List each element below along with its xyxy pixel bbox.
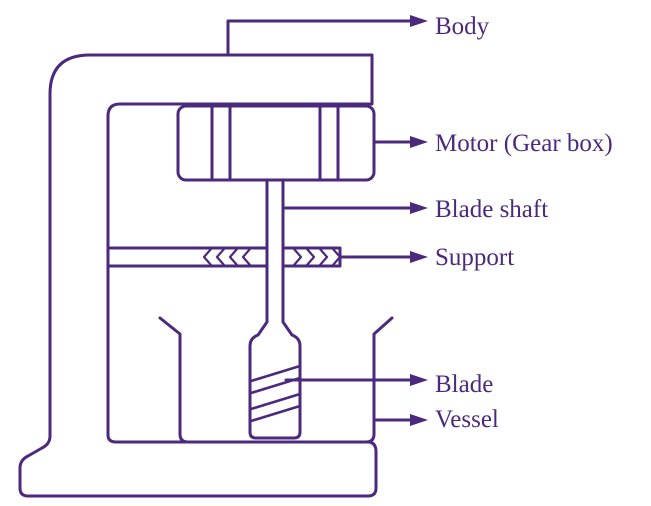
vessel-arrowhead <box>410 414 428 426</box>
body-label: Body <box>435 13 490 40</box>
support-label: Support <box>435 244 514 271</box>
body-arrowhead <box>410 15 428 27</box>
body-frame <box>18 53 378 498</box>
blade-label: Blade <box>435 371 493 398</box>
blade-shaft-arrowhead <box>410 202 428 214</box>
blade-shaft <box>248 178 302 440</box>
motor-box <box>176 104 376 182</box>
blade-arrowhead <box>410 374 428 386</box>
body-pointer <box>226 19 414 55</box>
motor-arrowhead <box>410 136 428 148</box>
vessel <box>158 316 394 444</box>
support-bearing-marks <box>202 247 342 267</box>
support-arrowhead <box>410 251 428 263</box>
blade-shaft-label: Blade shaft <box>435 196 548 223</box>
vessel-label: Vessel <box>435 406 499 433</box>
support-bar <box>106 246 342 268</box>
motor-label: Motor (Gear box) <box>435 130 613 157</box>
blade-stripes <box>249 364 302 423</box>
